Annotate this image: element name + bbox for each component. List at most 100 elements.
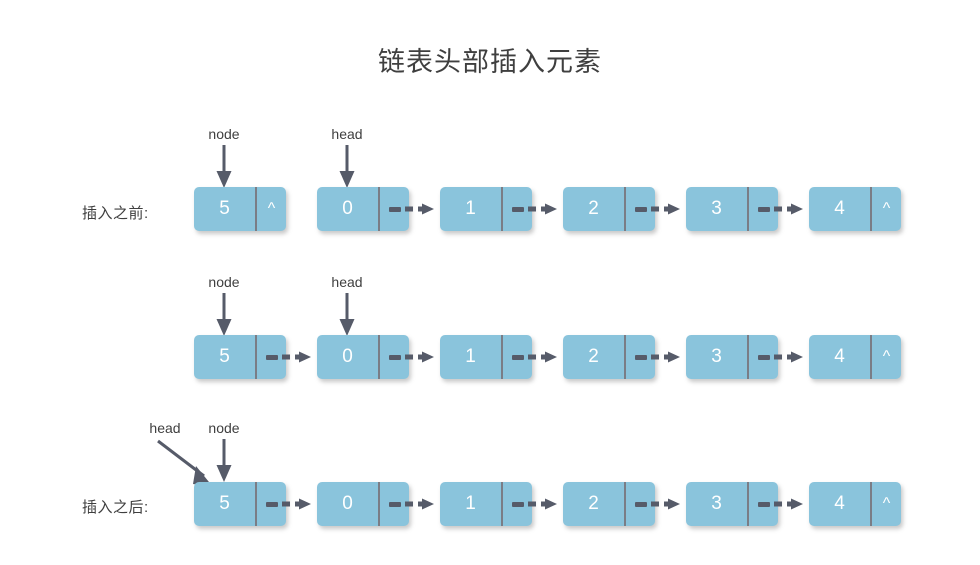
node-next-pointer: [380, 482, 409, 526]
node-divider: [747, 482, 749, 526]
node-divider: [624, 482, 626, 526]
pointer-label-node-row3: node: [208, 420, 240, 436]
node-row1-2[interactable]: 1: [440, 187, 532, 231]
node-row1-3[interactable]: 2: [563, 187, 655, 231]
link-arrow-row1-1: [405, 203, 434, 215]
node-row2-3[interactable]: 2: [563, 335, 655, 379]
node-next-pointer: [380, 335, 409, 379]
link-arrow-row2-4: [774, 351, 803, 363]
node-divider: [624, 335, 626, 379]
node-row3-2[interactable]: 1: [440, 482, 532, 526]
node-next-pointer: [626, 335, 655, 379]
pointer-arrow-node-row1: [216, 145, 232, 188]
node-divider: [870, 187, 872, 231]
node-divider: [501, 482, 503, 526]
node-next-pointer: [380, 187, 409, 231]
node-row2-0[interactable]: 5: [194, 335, 286, 379]
node-value: 2: [588, 346, 599, 367]
link-arrow-row2-3: [651, 351, 680, 363]
node-value: 0: [342, 346, 353, 367]
node-next-null: ^: [267, 200, 276, 217]
node-divider: [255, 482, 257, 526]
pointer-label-node-row2: node: [208, 274, 240, 290]
pointer-arrow-node-row2: [216, 293, 232, 336]
node-next-null: ^: [882, 348, 891, 365]
link-arrow-row2-0: [282, 351, 311, 363]
node-row1-0[interactable]: 5 ^: [194, 187, 286, 231]
node-divider: [870, 482, 872, 526]
node-next-pointer: [503, 482, 532, 526]
pointer-arrow-head-row2: [339, 293, 355, 336]
node-row2-2[interactable]: 1: [440, 335, 532, 379]
link-arrow-row3-4: [774, 498, 803, 510]
node-value: 1: [465, 198, 476, 219]
node-value: 4: [834, 493, 845, 514]
link-arrow-row1-4: [774, 203, 803, 215]
node-value: 0: [342, 198, 353, 219]
pointer-label-head-row2: head: [331, 274, 363, 290]
node-row2-1[interactable]: 0: [317, 335, 409, 379]
node-next-null: ^: [882, 200, 891, 217]
row-label-after: 插入之后:: [82, 499, 149, 516]
node-row1-4[interactable]: 3: [686, 187, 778, 231]
pointer-label-head-row3: head: [149, 420, 181, 436]
node-next-pointer: [626, 482, 655, 526]
node-value: 4: [834, 346, 845, 367]
node-next-pointer: [503, 187, 532, 231]
node-next-pointer: [749, 335, 778, 379]
pointer-label-head-row1: head: [331, 126, 363, 142]
node-row3-0[interactable]: 5: [194, 482, 286, 526]
node-next-pointer: [749, 187, 778, 231]
link-arrow-row2-2: [528, 351, 557, 363]
node-row3-1[interactable]: 0: [317, 482, 409, 526]
node-divider: [255, 335, 257, 379]
node-divider: [747, 187, 749, 231]
node-divider: [378, 335, 380, 379]
node-value: 2: [588, 493, 599, 514]
node-value: 5: [219, 198, 230, 219]
node-divider: [501, 187, 503, 231]
node-value: 1: [465, 346, 476, 367]
node-row1-1[interactable]: 0: [317, 187, 409, 231]
pointer-arrow-head-row3: [157, 439, 213, 487]
node-value: 4: [834, 198, 845, 219]
node-divider: [378, 187, 380, 231]
node-row3-4[interactable]: 3: [686, 482, 778, 526]
link-arrow-row3-2: [528, 498, 557, 510]
row-label-before: 插入之前:: [82, 205, 149, 222]
node-divider: [378, 482, 380, 526]
node-divider: [255, 187, 257, 231]
link-arrow-row3-0: [282, 498, 311, 510]
node-row3-3[interactable]: 2: [563, 482, 655, 526]
link-arrow-row1-3: [651, 203, 680, 215]
node-row3-5[interactable]: 4 ^: [809, 482, 901, 526]
node-value: 1: [465, 493, 476, 514]
node-value: 3: [711, 493, 722, 514]
pointer-label-node-row1: node: [208, 126, 240, 142]
node-value: 3: [711, 198, 722, 219]
node-value: 2: [588, 198, 599, 219]
node-row2-5[interactable]: 4 ^: [809, 335, 901, 379]
node-next-pointer: [257, 482, 286, 526]
node-row1-5[interactable]: 4 ^: [809, 187, 901, 231]
pointer-arrow-head-row1: [339, 145, 355, 188]
node-divider: [501, 335, 503, 379]
node-next-pointer: [626, 187, 655, 231]
pointer-arrow-node-row3: [216, 439, 232, 482]
page-title: 链表头部插入元素: [378, 47, 602, 77]
link-arrow-row2-1: [405, 351, 434, 363]
node-value: 0: [342, 493, 353, 514]
node-row2-4[interactable]: 3: [686, 335, 778, 379]
node-divider: [624, 187, 626, 231]
node-value: 5: [219, 346, 230, 367]
node-divider: [747, 335, 749, 379]
node-next-pointer: [749, 482, 778, 526]
link-arrow-row3-1: [405, 498, 434, 510]
link-arrow-row3-3: [651, 498, 680, 510]
node-divider: [870, 335, 872, 379]
node-next-null: ^: [882, 495, 891, 512]
node-next-pointer: [257, 335, 286, 379]
node-next-pointer: [503, 335, 532, 379]
node-value: 3: [711, 346, 722, 367]
